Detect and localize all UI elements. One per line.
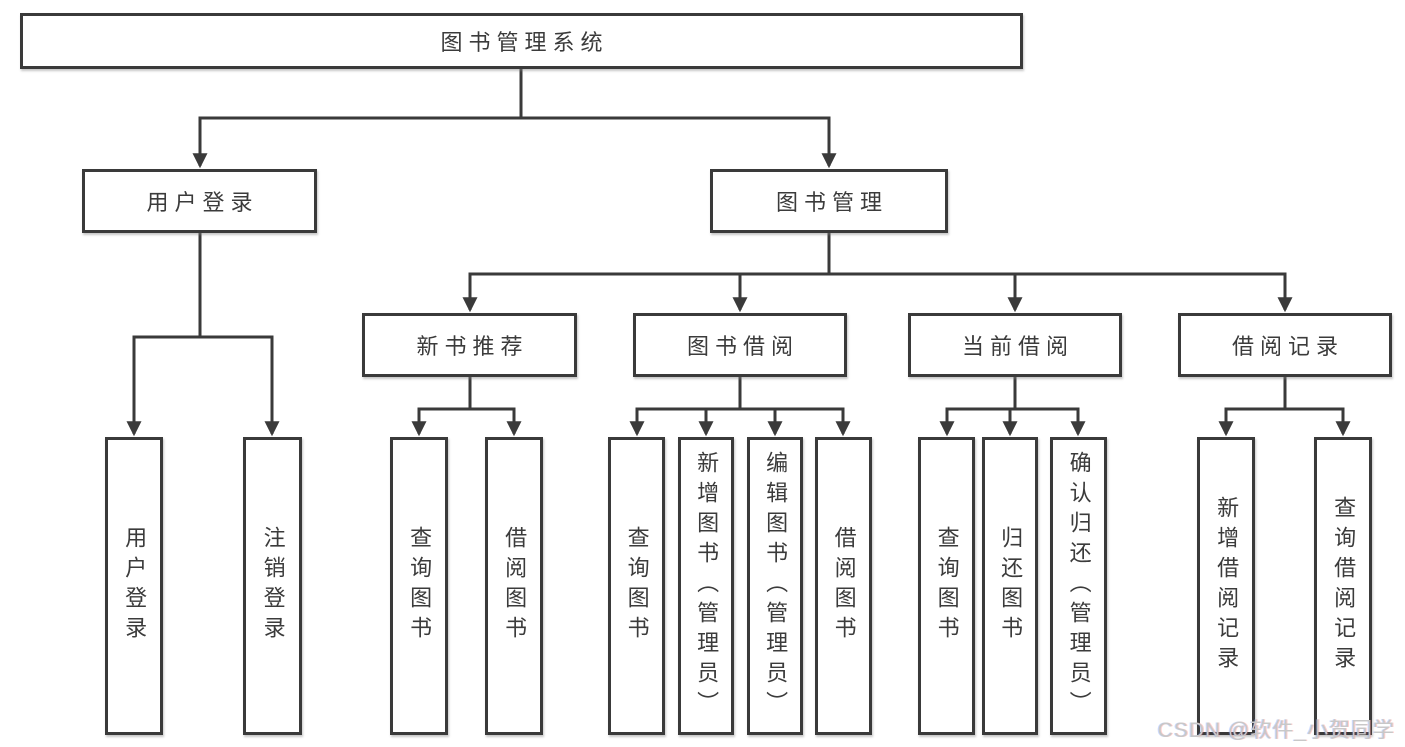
connector-bookborrow-to-leaves: [629, 375, 851, 437]
connector-userlogin-to-leaves: [126, 231, 280, 437]
node-label: 图书管理: [775, 190, 888, 215]
node-label: 注销登录: [260, 526, 286, 646]
leaf-borrow-books-recommendation: 借阅图书: [485, 437, 543, 735]
node-label: 用户登录: [146, 190, 259, 215]
leaf-query-books-borrowing: 查询图书: [608, 437, 665, 735]
node-new-book-recommendation: 新书推荐: [362, 313, 577, 377]
leaf-logout: 注销登录: [243, 437, 302, 735]
leaf-add-borrow-record: 新增借阅记录: [1197, 437, 1255, 735]
node-label: 借阅记录: [1231, 334, 1344, 359]
leaf-query-books-recommendation: 查询图书: [390, 437, 448, 735]
node-label: 新书推荐: [416, 334, 529, 359]
node-book-management: 图书管理: [710, 169, 948, 233]
node-label: 用户登录: [122, 526, 148, 646]
leaf-edit-books-admin: 编辑图书（管理员）: [747, 437, 803, 735]
node-label: 确认归还（管理员）: [1066, 451, 1092, 721]
connector-newbookrec-to-leaves: [411, 375, 522, 437]
node-label: 图书借阅: [686, 334, 799, 359]
leaf-confirm-return-admin: 确认归还（管理员）: [1050, 437, 1107, 735]
leaf-user-login: 用户登录: [105, 437, 163, 735]
node-label: 归还图书: [998, 526, 1024, 646]
node-label: 当前借阅: [961, 334, 1074, 359]
node-label: 借阅图书: [831, 526, 857, 646]
node-label: 查询图书: [407, 526, 433, 646]
node-library-management-system: 图书管理系统: [20, 13, 1023, 69]
leaf-add-books-admin: 新增图书（管理员）: [678, 437, 734, 735]
watermark: CSDN @软件_小贺同学: [1157, 719, 1395, 742]
node-label: 图书管理系统: [440, 30, 609, 55]
connector-currentborrow-to-leaves: [939, 375, 1086, 437]
node-label: 编辑图书（管理员）: [763, 451, 789, 721]
leaf-return-books: 归还图书: [982, 437, 1038, 735]
node-user-login: 用户登录: [82, 169, 317, 233]
node-borrowing-records: 借阅记录: [1178, 313, 1392, 377]
node-label: 新增借阅记录: [1214, 496, 1240, 676]
leaf-query-books-current: 查询图书: [918, 437, 975, 735]
node-label: 查询图书: [934, 526, 960, 646]
connector-root-to-level2: [192, 67, 837, 169]
connector-bookmgmt-to-level3: [462, 231, 1293, 313]
node-label: 新增图书（管理员）: [694, 451, 720, 721]
node-label: 借阅图书: [502, 526, 528, 646]
connector-borrowrecords-to-leaves: [1218, 375, 1351, 437]
node-book-borrowing: 图书借阅: [633, 313, 847, 377]
leaf-query-borrow-record: 查询借阅记录: [1314, 437, 1372, 735]
node-label: 查询借阅记录: [1331, 496, 1357, 676]
leaf-borrow-books-borrowing: 借阅图书: [815, 437, 872, 735]
node-label: 查询图书: [624, 526, 650, 646]
node-current-borrowing: 当前借阅: [908, 313, 1122, 377]
